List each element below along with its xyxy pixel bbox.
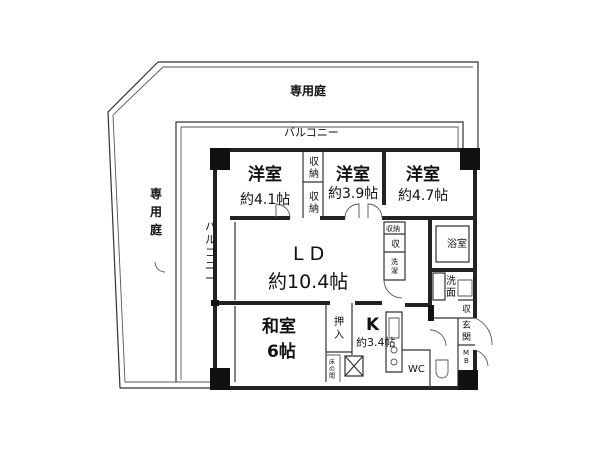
sentaku-b: 濯 [391, 266, 398, 275]
closet1-b: 納 [309, 167, 319, 180]
western1-size: 約4.1帖 [240, 192, 290, 208]
genkan-shu: 収 [462, 303, 471, 315]
wc-door-arc [429, 329, 447, 347]
western1-name: 洋室 [248, 164, 282, 185]
garden-inner-line [112, 66, 473, 383]
senmen-b: 面 [446, 288, 456, 299]
kitchen-size: 約3.4帖 [356, 335, 396, 349]
pillar-bl [210, 368, 230, 390]
tokonoma-c: 間 [329, 373, 335, 380]
closet1-a: 収 [309, 156, 319, 168]
ld-size: 約10.4帖 [268, 271, 348, 293]
pillar-tr [460, 148, 480, 170]
balcony-left-label-4: ニ [205, 259, 216, 272]
balcony-left-label-2: ル [205, 233, 216, 246]
stove-1 [390, 346, 398, 354]
balcony-outline [175, 121, 464, 382]
wc-box [402, 349, 431, 388]
storage-column [383, 221, 406, 281]
pillar-mid-left [211, 300, 219, 306]
oshiire-a: 押 [334, 315, 344, 328]
garden-outline [107, 61, 479, 389]
wc-label: WC [408, 364, 425, 375]
japanese-name: 和室 [262, 316, 296, 337]
genkan-b: 関 [462, 332, 471, 343]
partition-1 [302, 150, 324, 218]
pillar-br [458, 370, 478, 390]
wet-area-wall [405, 218, 475, 318]
toilet [435, 359, 449, 379]
kitchen-sink [388, 317, 400, 339]
stove-2 [390, 358, 398, 366]
door-arc-2 [344, 203, 360, 219]
garden-left-label-3: 庭 [150, 222, 162, 237]
washbasin [432, 272, 446, 301]
balcony-left-label-1: バ [205, 220, 216, 233]
closet2-a: 収 [309, 191, 319, 203]
mb-b: B [464, 357, 469, 365]
oshiire-box [325, 303, 353, 382]
storage-door [383, 279, 403, 299]
fridge-box [344, 355, 364, 377]
kitchen-counter [385, 311, 403, 373]
door-arc-3 [367, 203, 383, 219]
tokonoma-a: 床 [329, 358, 335, 366]
western2-name: 洋室 [336, 164, 370, 185]
genkan-a: 玄 [462, 319, 471, 331]
garden-top-label: 専用庭 [290, 83, 326, 98]
mb-a: M [463, 349, 469, 357]
mb-door-arc [474, 349, 489, 367]
senmen-a: 洗 [446, 275, 456, 287]
western3-name: 洋室 [406, 164, 440, 185]
garden-left-label-2: 用 [149, 205, 162, 219]
western3-size: 約4.7帖 [398, 188, 448, 204]
bath-tub [435, 225, 470, 263]
japanese-size: 6帖 [267, 341, 296, 362]
garden-left-label-1: 専 [150, 186, 162, 201]
balcony-left-label-5: ー [205, 272, 216, 285]
western2-size: 約3.9帖 [328, 186, 378, 202]
shuno-small: 収納 [386, 224, 400, 233]
pillar-mid-right [428, 305, 434, 321]
closet2-b: 納 [309, 202, 319, 215]
balcony-inner [180, 126, 459, 380]
garden-tick [154, 261, 166, 273]
tokonoma-b: の [329, 366, 335, 373]
shu-label: 収 [391, 238, 400, 250]
tokonoma-box [326, 354, 341, 382]
pillar-tl [210, 148, 230, 170]
door-arc-1 [275, 203, 291, 219]
ld-name: L D [293, 243, 324, 265]
genkan-area [430, 299, 475, 388]
kitchen-name: K [366, 315, 380, 335]
balcony-left-label-3: コ [205, 246, 216, 259]
genkan-door-arc [474, 317, 493, 346]
sentaku-a: 洗 [391, 257, 398, 266]
oshiire-b: 入 [334, 330, 344, 341]
balcony-top-label: バルコニー [284, 126, 339, 139]
wash-machine [457, 279, 473, 297]
bath-label: 浴室 [447, 237, 467, 250]
